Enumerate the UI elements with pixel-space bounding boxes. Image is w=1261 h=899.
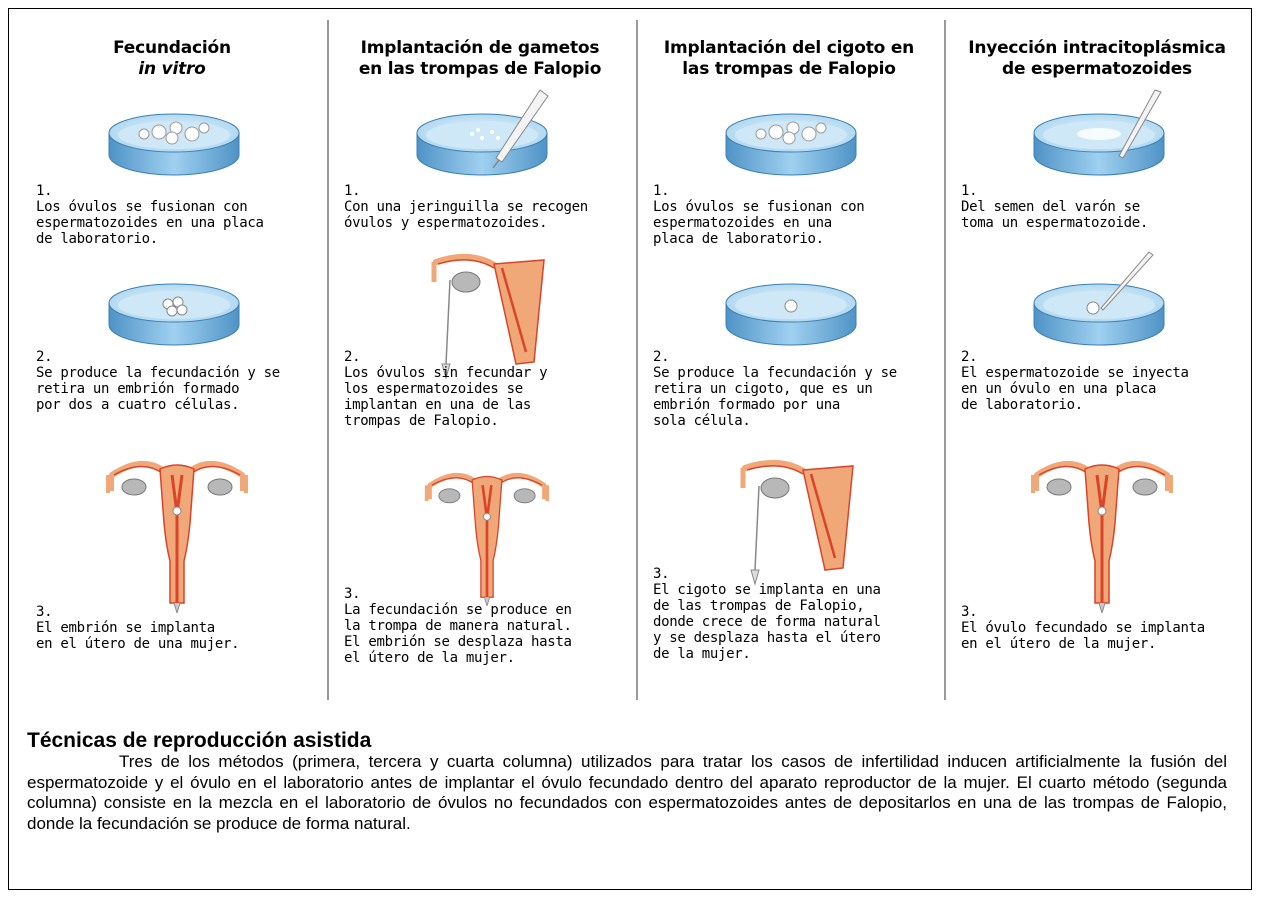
column-title-line2: in vitro — [138, 59, 206, 79]
column-divider — [636, 20, 638, 700]
step-description: Del semen del varón se toma un espermato… — [961, 199, 1148, 231]
step-number: 2. — [344, 349, 361, 365]
step-number: 1. — [653, 183, 670, 199]
step-description: La fecundación se produce en la trompa d… — [344, 602, 572, 666]
step-number: 3. — [653, 566, 670, 582]
column-title-line2: en las trompas de Falopio — [358, 59, 602, 79]
column-implantacion-gametos: Implantación de gametos en las trompas d… — [330, 18, 630, 704]
column-title-line1: Fecundación — [113, 38, 231, 58]
column-title-line1: Implantación del cigoto en — [663, 38, 915, 58]
step-description: El óvulo fecundado se implanta en el úte… — [961, 620, 1205, 652]
step-number: 1. — [961, 183, 978, 199]
step-number: 1. — [36, 183, 53, 199]
pipette-icon — [1118, 89, 1162, 159]
step-description: Los óvulos sin fecundar y los espermatoz… — [344, 365, 548, 429]
column-title: Implantación del cigoto en las trompas d… — [639, 38, 939, 80]
petri-dish-illustration — [104, 110, 244, 182]
column-divider — [944, 20, 946, 700]
techniques-panel: Fecundación in vitro 1. Los óvulos se fu… — [22, 18, 1244, 704]
step-description: El cigoto se implanta en una de las trom… — [653, 582, 881, 662]
step-description: Se produce la fecundación y se retira un… — [36, 365, 280, 413]
column-fecundacion-in-vitro: Fecundación in vitro 1. Los óvulos se fu… — [22, 18, 322, 704]
column-title-line2: de espermatozoides — [1002, 59, 1192, 79]
column-divider — [327, 20, 329, 700]
column-title: Implantación de gametos en las trompas d… — [330, 38, 630, 80]
petri-dish-illustration — [1029, 280, 1169, 352]
column-title: Inyección intracitoplásmica de espermato… — [947, 38, 1247, 80]
step-number: 3. — [36, 604, 53, 620]
step-description: Se produce la fecundación y se retira un… — [653, 365, 897, 429]
caption-title: Técnicas de reproducción asistida — [27, 729, 372, 752]
uterus-illustration — [412, 466, 562, 606]
step-description: El espermatozoide se inyecta en un óvulo… — [961, 365, 1189, 413]
column-implantacion-cigoto: Implantación del cigoto en las trompas d… — [639, 18, 939, 704]
step-description: Los óvulos se fusionan con espermatozoid… — [36, 199, 264, 247]
petri-dish-illustration — [104, 280, 244, 352]
column-inyeccion-intracitoplasmica: Inyección intracitoplásmica de espermato… — [947, 18, 1247, 704]
caption-body: Tres de los métodos (primera, tercera y … — [27, 752, 1227, 833]
step-number: 2. — [653, 349, 670, 365]
uterus-illustration — [102, 453, 252, 613]
column-title-line2: las trompas de Falopio — [682, 59, 896, 79]
step-number: 1. — [344, 183, 361, 199]
step-number: 3. — [344, 586, 361, 602]
step-description: Los óvulos se fusionan con espermatozoid… — [653, 199, 865, 247]
column-title-line1: Inyección intracitoplásmica — [968, 38, 1226, 58]
step-number: 2. — [36, 349, 53, 365]
needle-icon — [1100, 251, 1154, 311]
column-title-line1: Implantación de gametos — [360, 38, 600, 58]
petri-dish-illustration — [721, 110, 861, 182]
step-description: Con una jeringuilla se recogen óvulos y … — [344, 199, 588, 231]
step-number: 2. — [961, 349, 978, 365]
petri-dish-illustration — [412, 110, 552, 182]
step-number: 3. — [961, 604, 978, 620]
uterus-illustration — [1027, 453, 1177, 613]
petri-dish-illustration — [721, 280, 861, 352]
step-description: El embrión se implanta en el útero de un… — [36, 620, 240, 652]
syringe-icon — [492, 89, 549, 168]
column-title: Fecundación in vitro — [22, 38, 322, 80]
petri-dish-illustration — [1029, 110, 1169, 182]
